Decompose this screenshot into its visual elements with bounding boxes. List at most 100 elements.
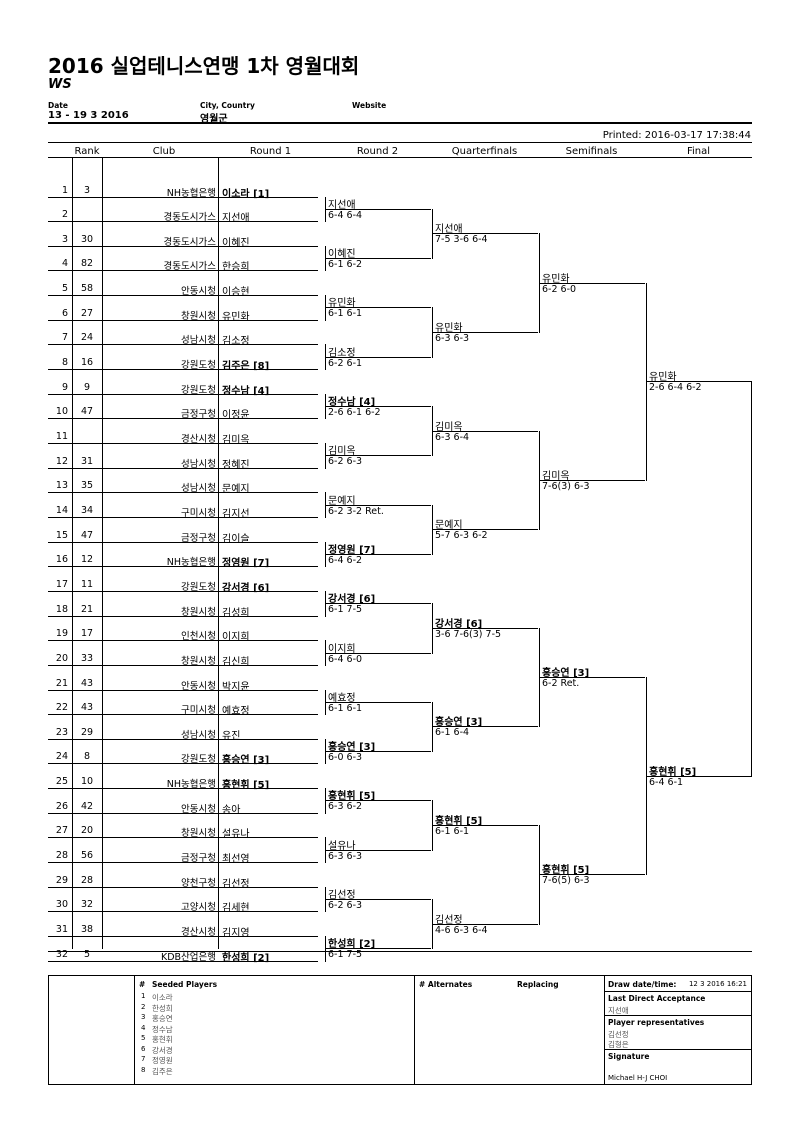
entry-player[interactable]: 송아 xyxy=(222,804,241,816)
round2-winner[interactable]: 문예지 xyxy=(328,495,356,507)
round2-winner[interactable]: 홍승연 [3] xyxy=(328,742,376,754)
round2-winner[interactable]: 이혜진 xyxy=(328,249,356,261)
round2-winner[interactable]: 정영원 [7] xyxy=(328,544,376,556)
row-line xyxy=(48,590,318,592)
final-winner-line xyxy=(646,775,752,777)
quarterfinals-winner-line xyxy=(432,825,538,827)
seed-player: 홍현휘 xyxy=(152,1035,173,1044)
entry-player[interactable]: 유진 xyxy=(222,730,241,742)
entry-player[interactable]: 홍승연 [3] xyxy=(222,755,270,767)
quarterfinals-score: 6-3 6-3 xyxy=(435,333,470,345)
entry-player[interactable]: 한승희 xyxy=(222,262,250,274)
entry-rank: 24 xyxy=(80,332,94,344)
round2-score: 6-3 6-3 xyxy=(328,850,363,862)
entry-rank: 28 xyxy=(80,874,94,886)
entry-player[interactable]: 김지영 xyxy=(222,928,250,939)
entry-player[interactable]: 정영원 [7] xyxy=(222,558,270,570)
entry-player[interactable]: 정혜진 xyxy=(222,459,250,471)
semifinals-winner[interactable]: 홍현휘 [5] xyxy=(542,865,590,877)
entry-player[interactable]: 홍현휘 [5] xyxy=(222,780,270,792)
entry-number: 25 xyxy=(55,776,68,788)
round2-winner-line xyxy=(325,800,431,802)
entry-rank: 58 xyxy=(80,283,94,295)
round2-score: 6-2 6-1 xyxy=(328,357,363,369)
semifinals-winner[interactable]: 홍승연 [3] xyxy=(542,668,590,680)
entry-player[interactable]: 이정윤 xyxy=(222,410,250,422)
quarterfinals-winner-line xyxy=(432,233,538,235)
entry-player[interactable]: 한성희 [2] xyxy=(222,952,270,964)
entry-player[interactable]: 김신희 xyxy=(222,656,250,668)
entry-rank: 12 xyxy=(80,554,94,566)
entry-player[interactable]: 김이슬 xyxy=(222,533,250,545)
entry-rank: 56 xyxy=(80,850,94,862)
round2-winner[interactable]: 지선애 xyxy=(328,199,356,211)
entry-player[interactable]: 김성희 xyxy=(222,607,250,619)
semifinals-winner[interactable]: 김미옥 xyxy=(542,470,570,482)
round2-winner-line xyxy=(325,652,431,654)
entry-number: 4 xyxy=(61,258,68,270)
header-rule-thin xyxy=(48,142,752,143)
row-line xyxy=(48,270,318,272)
entry-club: 창원시청 xyxy=(181,655,216,667)
seed-number: 7 xyxy=(141,1055,146,1063)
row-line xyxy=(48,516,318,518)
entry-player[interactable]: 김세현 xyxy=(222,903,250,915)
entry-player[interactable]: 지선애 xyxy=(222,213,250,225)
entry-rank: 34 xyxy=(80,504,94,516)
quarterfinals-winner[interactable]: 유민화 xyxy=(435,323,463,335)
entry-player[interactable]: 최선영 xyxy=(222,854,250,866)
club-divider xyxy=(102,157,103,949)
entry-rank: 11 xyxy=(80,578,94,590)
entry-player[interactable]: 유민화 xyxy=(222,311,250,323)
entry-player[interactable]: 강서경 [6] xyxy=(222,582,270,594)
quarterfinals-winner[interactable]: 문예지 xyxy=(435,520,463,532)
entry-number: 13 xyxy=(55,480,68,492)
entry-number: 9 xyxy=(61,381,68,393)
row-line xyxy=(48,369,318,371)
entry-rank: 35 xyxy=(80,480,94,492)
entry-number: 15 xyxy=(55,529,68,541)
round2-winner[interactable]: 강서경 [6] xyxy=(328,594,376,606)
round2-winner[interactable]: 유민화 xyxy=(328,298,356,310)
entry-player[interactable]: 김선정 xyxy=(222,878,250,890)
entry-player[interactable]: 김주은 [8] xyxy=(222,361,270,373)
entry-player[interactable]: 예효정 xyxy=(222,706,250,718)
row-line xyxy=(48,566,318,568)
quarterfinals-winner[interactable]: 홍현휘 [5] xyxy=(435,816,483,828)
entry-player[interactable]: 김미옥 xyxy=(222,435,250,446)
round2-score: 6-1 6-1 xyxy=(328,702,363,714)
entry-club: 성남시청 xyxy=(181,458,216,470)
round2-winner[interactable]: 김선정 xyxy=(328,890,356,902)
entry-player[interactable]: 이지희 xyxy=(222,632,250,644)
entry-player[interactable]: 문예지 xyxy=(222,484,250,496)
round2-winner[interactable]: 설유나 xyxy=(328,840,356,852)
round2-winner[interactable]: 홍현휘 [5] xyxy=(328,791,376,803)
entry-player[interactable]: 이소라 [1] xyxy=(222,188,270,200)
entry-player[interactable]: 설유나 xyxy=(222,829,250,841)
entry-player[interactable]: 이혜진 xyxy=(222,237,250,249)
round2-winner[interactable]: 김미옥 xyxy=(328,446,356,458)
round2-winner[interactable]: 정수남 [4] xyxy=(328,397,376,409)
round2-winner[interactable]: 김소정 xyxy=(328,347,356,359)
entry-player[interactable]: 김지선 xyxy=(222,508,250,520)
entry-rank: 82 xyxy=(80,258,94,270)
entry-rank: 5 xyxy=(83,948,91,960)
round2-winner[interactable]: 한성희 [2] xyxy=(328,939,376,951)
quarterfinals-winner[interactable]: 김미옥 xyxy=(435,421,463,433)
final-winner[interactable]: 홍현휘 [5] xyxy=(649,766,697,778)
final-winner[interactable]: 유민화 xyxy=(649,372,677,384)
entry-player[interactable]: 정수남 [4] xyxy=(222,385,270,397)
entry-player[interactable]: 이승현 xyxy=(222,287,250,299)
round2-winner[interactable]: 이지희 xyxy=(328,643,356,655)
quarterfinals-winner[interactable]: 홍승연 [3] xyxy=(435,717,483,729)
row-line xyxy=(48,418,318,420)
quarterfinals-winner[interactable]: 지선애 xyxy=(435,224,463,236)
round2-winner[interactable]: 예효정 xyxy=(328,692,356,704)
quarterfinals-winner[interactable]: 강서경 [6] xyxy=(435,618,483,630)
alternates-label: # Alternates xyxy=(419,980,473,989)
entry-player[interactable]: 김소정 xyxy=(222,336,250,348)
quarterfinals-winner[interactable]: 김선정 xyxy=(435,914,463,926)
entry-player[interactable]: 박지윤 xyxy=(222,681,250,693)
semifinals-winner[interactable]: 유민화 xyxy=(542,273,570,285)
entry-rank: 33 xyxy=(80,652,94,664)
